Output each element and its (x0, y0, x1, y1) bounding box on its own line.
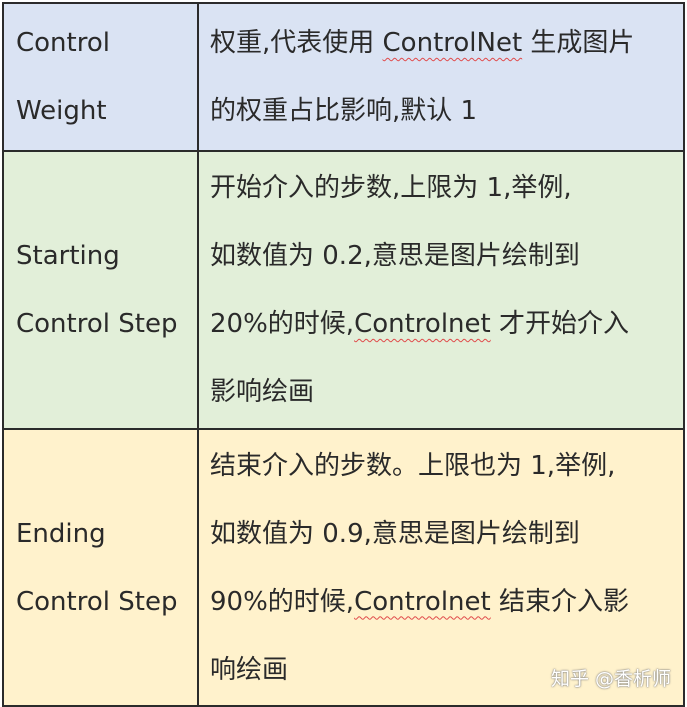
description-line: 20%的时候,Controlnet 才开始介入 (210, 309, 629, 339)
param-name-line: Control Step (16, 309, 178, 339)
param-name-line: Ending (16, 518, 106, 549)
param-name-line: Control Step (16, 586, 178, 617)
description-line: 影响绘画 (210, 377, 315, 407)
table-row: Control Weight 权重,代表使用 ControlNet 生成图片 的… (2, 2, 685, 152)
param-description-cell: 权重,代表使用 ControlNet 生成图片 的权重占比影响,默认 1 (197, 2, 685, 152)
description-line: 如数值为 0.9,意思是图片绘制到 (210, 518, 580, 549)
description-line: 的权重占比影响,默认 1 (210, 96, 478, 126)
param-name-cell: Ending Control Step (2, 428, 199, 707)
table-row: Ending Control Step 结束介入的步数。上限也为 1,举例, 如… (2, 428, 685, 707)
param-description-cell: 开始介入的步数,上限为 1,举例, 如数值为 0.2,意思是图片绘制到 20%的… (197, 150, 685, 430)
table-row: Starting Control Step 开始介入的步数,上限为 1,举例, … (2, 150, 685, 430)
param-name-line: Weight (16, 96, 107, 126)
description-line: 权重,代表使用 ControlNet 生成图片 (210, 28, 635, 58)
description-line: 响绘画 (210, 654, 289, 685)
param-name-line: Starting (16, 241, 120, 271)
description-line: 结束介入的步数。上限也为 1,举例, (210, 450, 616, 481)
spellcheck-underlined-term: Controlnet (354, 309, 491, 339)
param-name-cell: Control Weight (2, 2, 199, 152)
spellcheck-underlined-term: Controlnet (354, 586, 491, 617)
spellcheck-underlined-term: ControlNet (382, 28, 523, 58)
description-line: 如数值为 0.2,意思是图片绘制到 (210, 241, 580, 271)
zhihu-watermark: 知乎 @香析师 (550, 668, 671, 690)
description-line: 开始介入的步数,上限为 1,举例, (210, 173, 572, 203)
param-name-line: Control (16, 28, 110, 58)
param-name-cell: Starting Control Step (2, 150, 199, 430)
param-description-cell: 结束介入的步数。上限也为 1,举例, 如数值为 0.9,意思是图片绘制到 90%… (197, 428, 685, 707)
description-line: 90%的时候,Controlnet 结束介入影 (210, 586, 629, 617)
